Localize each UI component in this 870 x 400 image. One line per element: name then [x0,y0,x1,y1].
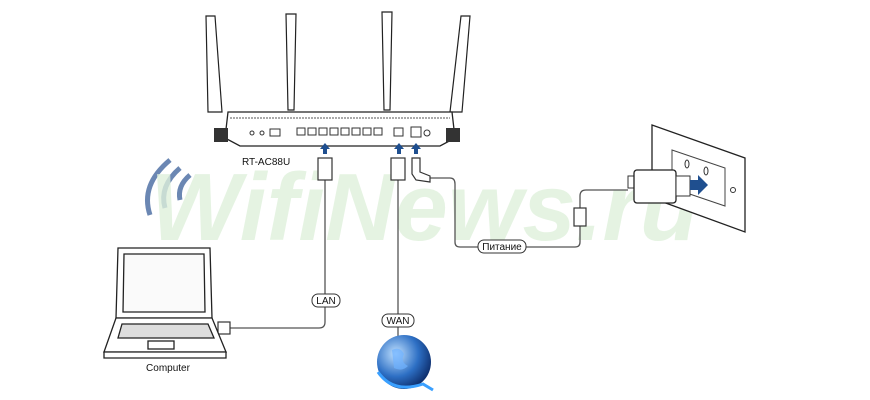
wan-label: WAN [381,313,415,328]
port-arrows [320,143,421,154]
plug-in-arrow-icon [690,175,708,195]
computer-label: Computer [146,363,191,374]
laptop-lan-plug [217,321,231,335]
wan-label-text: WAN [387,316,410,327]
lan-cable [228,180,326,329]
wan-arrow-icon [394,143,404,154]
laptop-icon [103,247,227,359]
plugs [217,157,587,335]
power-plug [411,157,431,183]
internet-globe-icon [376,335,434,392]
wan-plug [390,157,406,181]
power-arrow-icon [411,143,421,154]
power-label-text: Питание [482,242,522,253]
watermark-logo: WifiNews.ru [145,154,699,261]
router [214,111,460,147]
router-antennas [205,11,471,113]
ferrite-core [573,207,587,227]
power-adapter [627,169,708,204]
router-model-label: RT-AC88U [242,157,290,168]
watermark-text: WifiNews.ru [150,154,699,261]
lan-label-text: LAN [316,296,335,307]
lan-arrow-icon [320,143,330,154]
lan-label: LAN [311,293,341,308]
lan-plug [317,157,333,181]
power-label: Питание [477,239,527,254]
wifi-waves-icon [145,158,192,216]
